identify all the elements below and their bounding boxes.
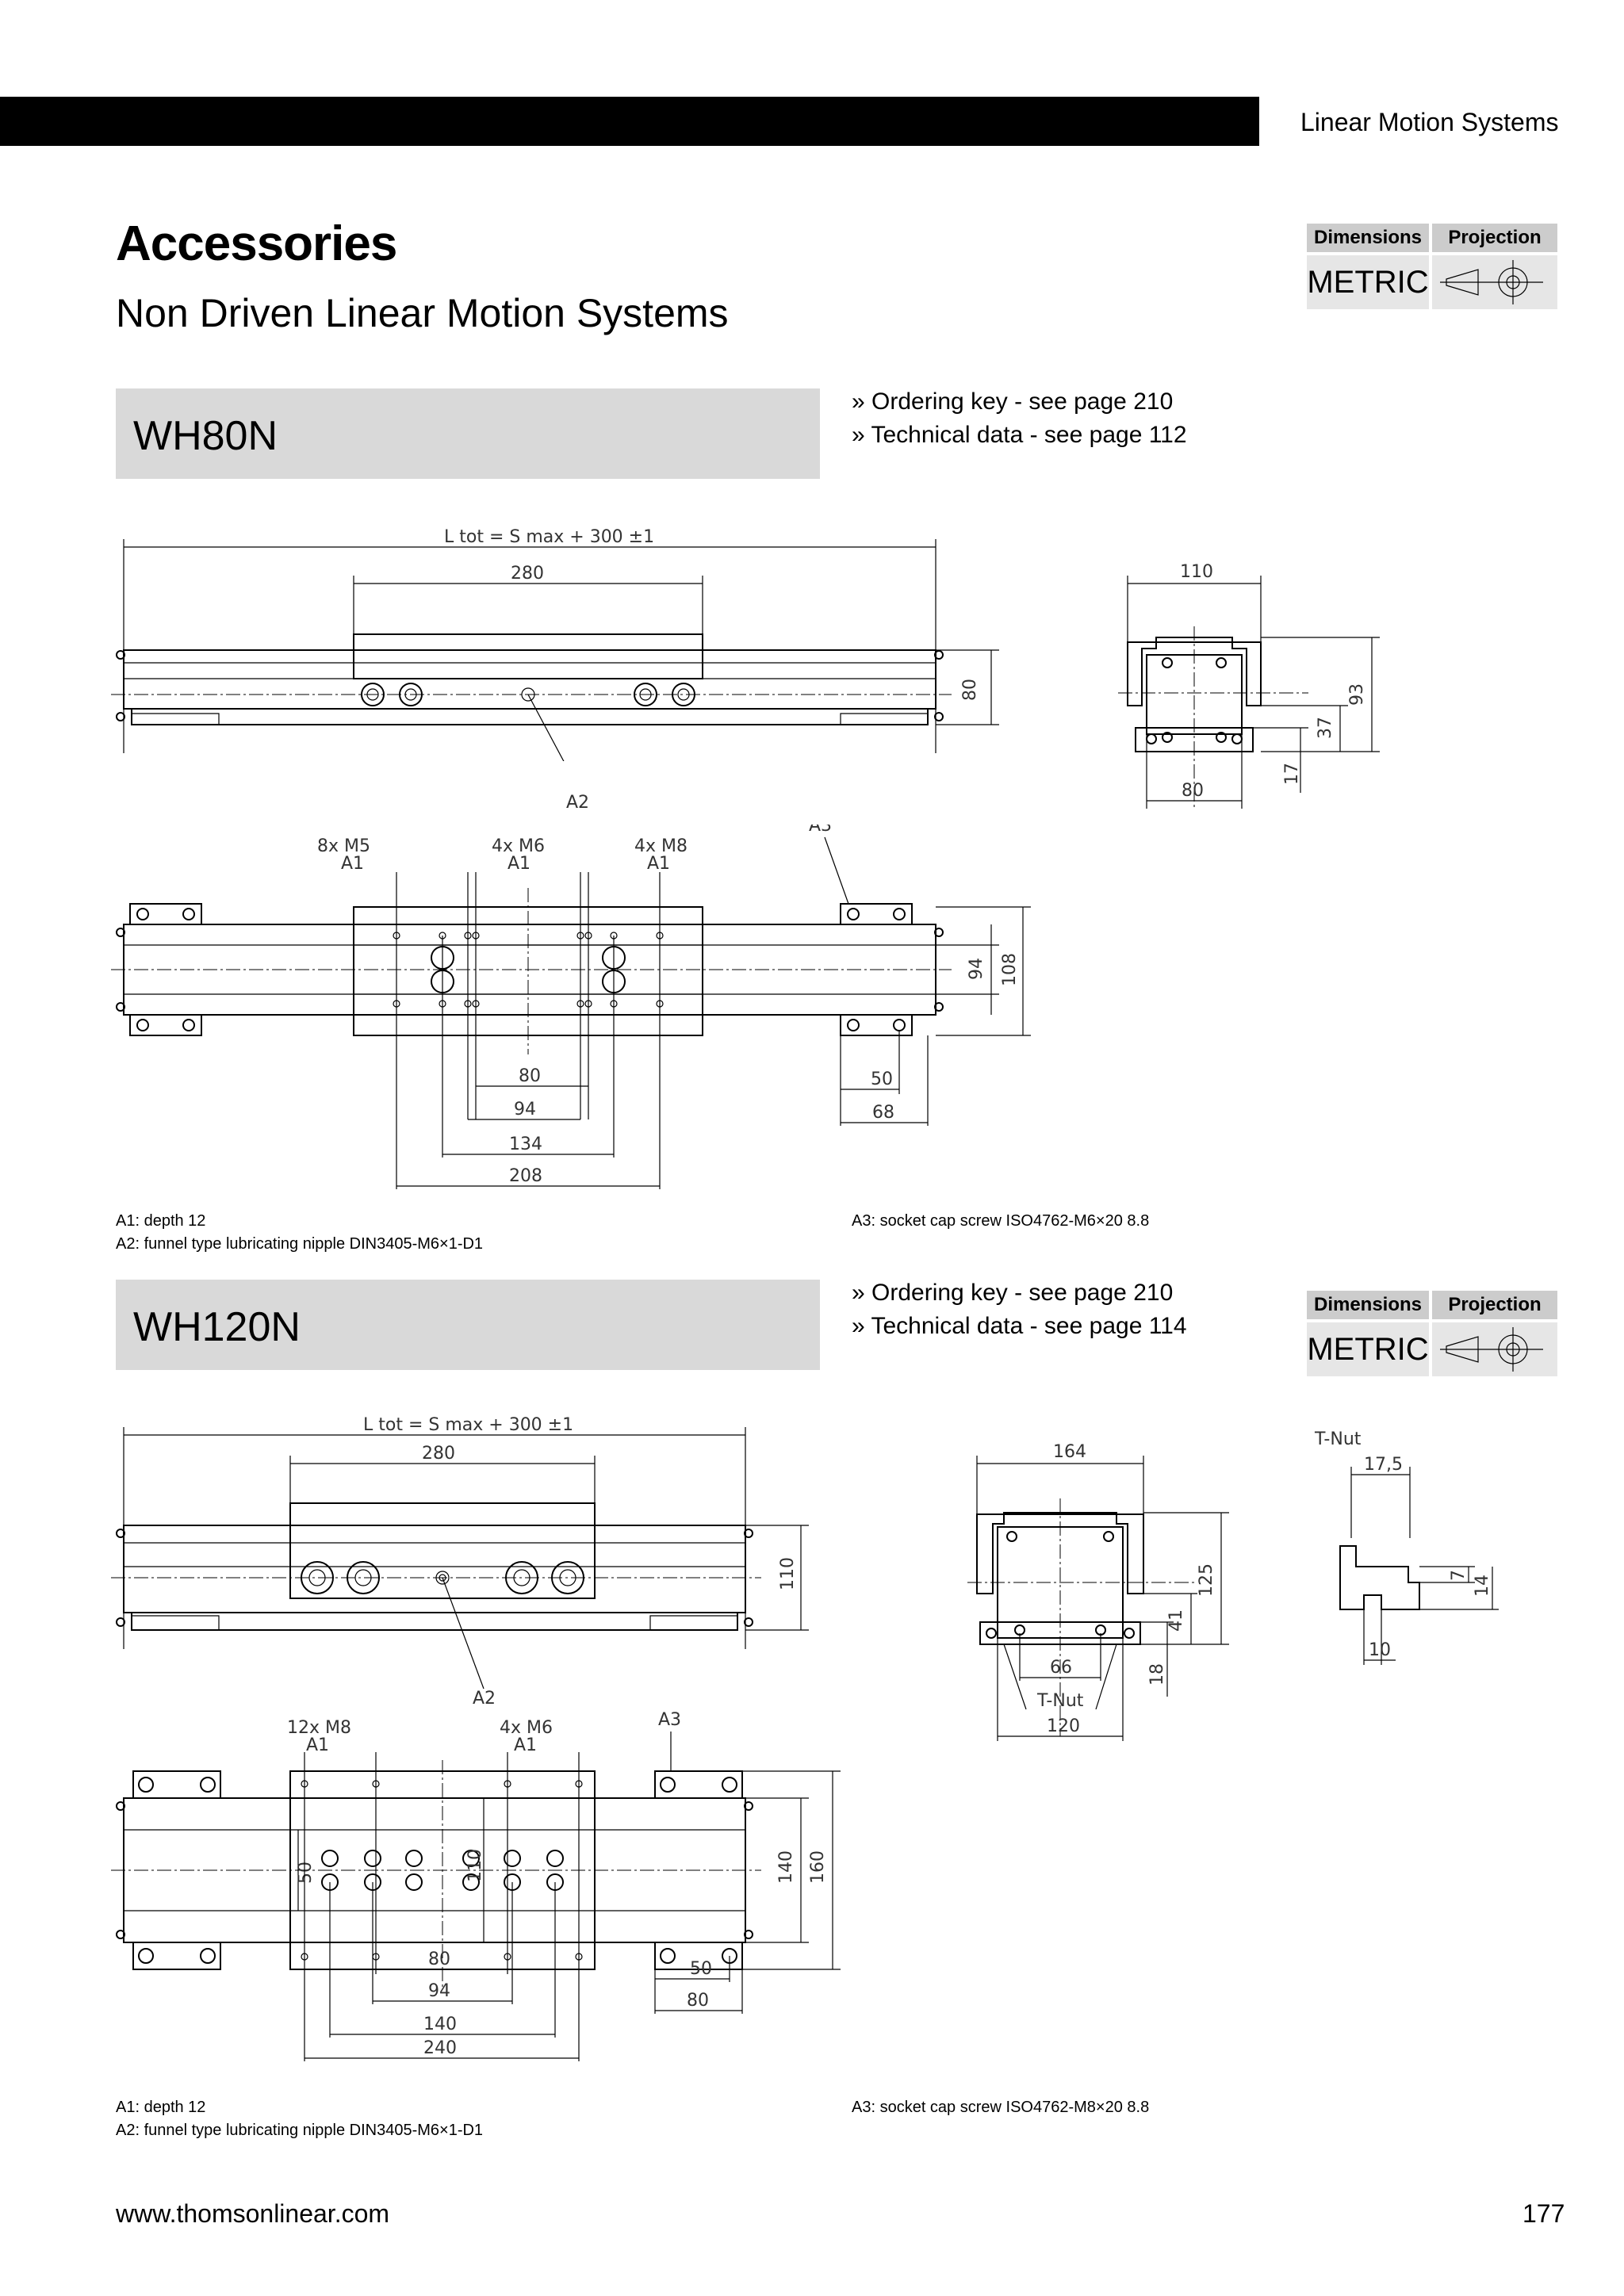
dimensions-label-2: Dimensions	[1307, 1291, 1429, 1319]
dim-b80r: 80	[687, 1991, 709, 2011]
dim-w108: 108	[1000, 953, 1020, 986]
label-m6: 4x M6	[492, 836, 545, 856]
label-m5: 8x M5	[317, 836, 370, 856]
label-a2-wh120n: A2	[473, 1689, 496, 1709]
dim-93: 93	[1347, 683, 1367, 706]
dimensions-label: Dimensions	[1307, 224, 1429, 252]
notes-wh120n-left: A1: depth 12 A2: funnel type lubricating…	[116, 2096, 483, 2142]
dim-w110: 110	[465, 1849, 485, 1882]
dim-b140: 140	[423, 2015, 457, 2034]
dim-80-height: 80	[960, 679, 980, 701]
wh80n-side-view-drawing: L tot = S max + 300 ±1 280 80	[111, 527, 1007, 761]
note-a3-wh80n: A3: socket cap screw ISO4762-M6×20 8.8	[852, 1212, 1150, 1230]
label-m6-2: 4x M6	[500, 1718, 553, 1738]
label-a1-2: A1	[508, 854, 530, 874]
label-m8: 4x M8	[634, 836, 688, 856]
projection-symbol-icon-2	[1432, 1322, 1557, 1376]
dim-18: 18	[1147, 1663, 1167, 1686]
model-name-wh80n: WH80N	[133, 413, 278, 459]
dim-b80: 80	[519, 1066, 541, 1086]
links-wh80n: » Ordering key - see page 210 » Technica…	[852, 385, 1187, 452]
label-a1-4: A1	[306, 1735, 329, 1755]
technical-data-link-wh120n[interactable]: » Technical data - see page 114	[852, 1313, 1187, 1339]
label-a1-1: A1	[341, 854, 364, 874]
dim-b208: 208	[509, 1166, 542, 1186]
technical-data-link-wh80n[interactable]: » Technical data - see page 112	[852, 422, 1187, 448]
label-m8-2: 12x M8	[287, 1718, 351, 1738]
dim-b94: 94	[514, 1100, 536, 1119]
dim-120: 120	[1047, 1716, 1080, 1736]
note-a2-wh120n: A2: funnel type lubricating nipple DIN34…	[116, 2122, 484, 2139]
label-a2-wh80n: A2	[566, 793, 590, 813]
page-subtitle: Non Driven Linear Motion Systems	[116, 291, 729, 335]
dim-37: 37	[1316, 717, 1335, 739]
model-name-wh120n: WH120N	[133, 1304, 301, 1350]
dim-b240: 240	[423, 2038, 457, 2058]
dim-b134: 134	[509, 1135, 542, 1154]
units-label-2: METRIC	[1307, 1322, 1429, 1376]
tnut-detail-drawing: T-Nut 17,5 7 14 10	[1314, 1429, 1538, 1689]
label-a1-3: A1	[647, 854, 670, 874]
projection-label: Projection	[1432, 224, 1557, 252]
dim-ltot: L tot = S max + 300 ±1	[444, 527, 654, 547]
section-label: Linear Motion Systems	[1300, 108, 1559, 136]
dim-66: 66	[1050, 1658, 1072, 1678]
label-a1-5: A1	[514, 1735, 537, 1755]
ordering-key-link-wh80n[interactable]: » Ordering key - see page 210	[852, 388, 1174, 415]
dim-175: 17,5	[1364, 1455, 1403, 1475]
tnut-title: T-Nut	[1314, 1429, 1362, 1449]
dim-w160: 160	[808, 1850, 828, 1884]
model-box-wh120n: WH120N	[116, 1280, 820, 1370]
dim-w94: 94	[967, 958, 986, 980]
dim-w50: 50	[296, 1862, 316, 1884]
links-wh120n: » Ordering key - see page 210 » Technica…	[852, 1276, 1187, 1343]
dim-tnut-7: 7	[1449, 1570, 1469, 1581]
model-box-wh80n: WH80N	[116, 388, 820, 479]
note-a2-wh80n: A2: funnel type lubricating nipple DIN34…	[116, 1235, 484, 1253]
wh80n-top-view-drawing: 8x M5 A1 4x M6 A1 4x M8 A1 A3 80 94 134 …	[111, 825, 1047, 1205]
dim-41: 41	[1166, 1609, 1186, 1632]
ordering-key-link-wh120n[interactable]: » Ordering key - see page 210	[852, 1280, 1174, 1306]
dim-tnut-10: 10	[1369, 1640, 1391, 1660]
dim-80-end: 80	[1182, 781, 1204, 801]
note-a1-wh80n: A1: depth 12	[116, 1212, 206, 1230]
footer-url-link[interactable]: www.thomsonlinear.com	[116, 2199, 390, 2228]
dim-w140: 140	[776, 1850, 796, 1884]
label-a3-wh80n: A3	[809, 825, 832, 836]
dim-b50: 50	[871, 1070, 893, 1089]
dim-17: 17	[1282, 763, 1302, 785]
projection-symbol-icon	[1432, 255, 1557, 309]
dim-110-end: 110	[1180, 562, 1213, 582]
label-tnut-end: T-Nut	[1036, 1691, 1084, 1711]
wh120n-side-view-drawing: L tot = S max + 300 ±1 280 110	[111, 1415, 825, 1697]
wh80n-end-view-drawing: 110 93 37 17 80	[1110, 562, 1411, 825]
dim-b80-2: 80	[428, 1950, 450, 1969]
dim-125: 125	[1197, 1563, 1216, 1597]
note-a1-wh120n: A1: depth 12	[116, 2099, 206, 2116]
dim-110-height: 110	[778, 1557, 798, 1590]
wh120n-top-view-drawing: 12x M8 A1 4x M6 A1 A3 50 110 80 94 140 2…	[111, 1710, 872, 2101]
dim-tnut-14: 14	[1473, 1575, 1492, 1597]
dim-b50-2: 50	[690, 1959, 712, 1979]
header-bar	[0, 97, 1259, 146]
notes-wh80n-left: A1: depth 12 A2: funnel type lubricating…	[116, 1210, 483, 1256]
dim-b68: 68	[872, 1103, 894, 1123]
page-title: Accessories	[116, 216, 397, 271]
dim-b94-2: 94	[428, 1981, 450, 2001]
dim-280: 280	[511, 564, 544, 584]
projection-label-2: Projection	[1432, 1291, 1557, 1319]
page-number: 177	[1522, 2199, 1565, 2228]
dim-164: 164	[1053, 1442, 1086, 1462]
note-a3-wh120n: A3: socket cap screw ISO4762-M8×20 8.8	[852, 2099, 1150, 2116]
label-a3-wh120n: A3	[658, 1710, 681, 1730]
units-label: METRIC	[1307, 255, 1429, 309]
dim-ltot-2: L tot = S max + 300 ±1	[363, 1415, 573, 1435]
wh120n-end-view-drawing: 164 125 41 18 66 T-Nut 120	[959, 1442, 1277, 1752]
dim-280-2: 280	[422, 1444, 455, 1464]
